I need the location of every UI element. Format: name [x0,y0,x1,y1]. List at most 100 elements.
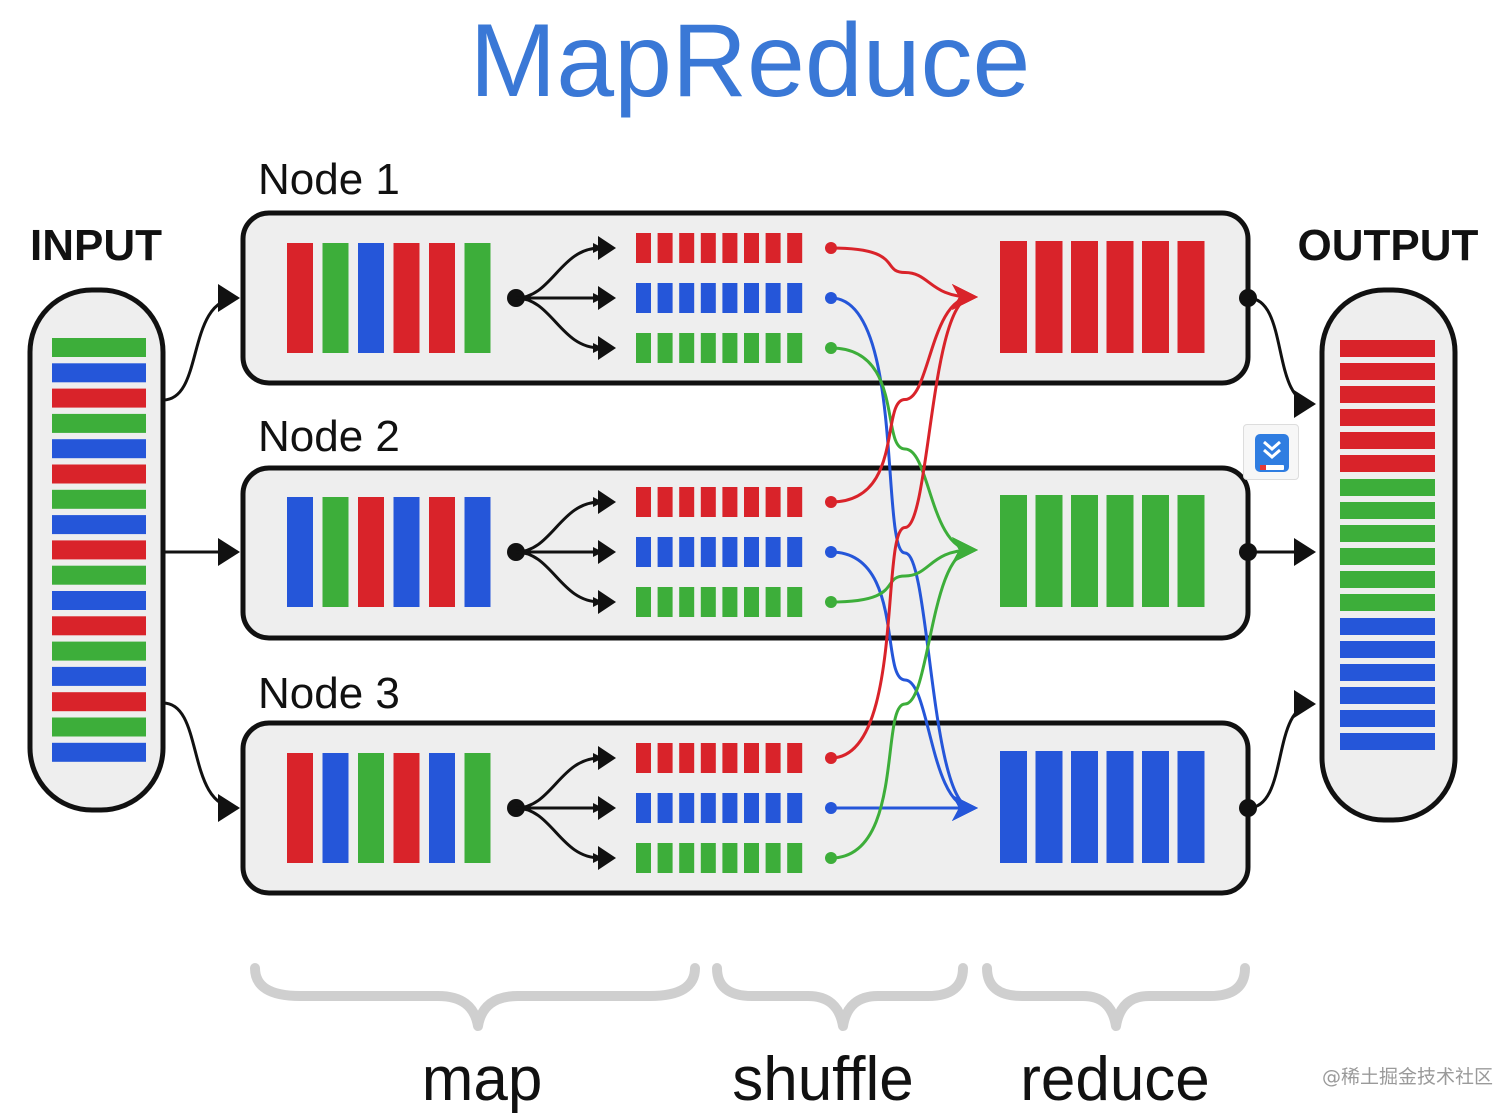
output-stripe [1340,641,1435,658]
node-2-label: Node 2 [258,412,400,461]
intermediate-cell [657,587,673,617]
map-input-bar [393,753,420,863]
input-stripe [52,692,146,712]
fork-arrowhead [598,746,616,770]
intermediate-cell [722,333,738,363]
input-arrowhead [218,538,240,566]
intermediate-cell [744,587,759,617]
intermediate-cell [765,793,781,823]
intermediate-cell [700,333,716,363]
map-input-bar [358,243,384,353]
map-input-bar [287,243,313,353]
input-arrowhead [218,794,240,822]
reduce-bar [1142,241,1169,353]
shuffle-arrow-red [830,284,978,504]
map-input-bar [429,497,455,607]
intermediate-cell [765,537,781,567]
fork-arrowhead [598,490,616,514]
intermediate-cell [700,843,716,873]
input-stripes [52,338,146,762]
output-stripe [1340,594,1435,611]
intermediate-cell [787,743,803,773]
intermediate-cell [679,843,695,873]
intermediate-cell [636,587,651,617]
intermediate-cell [700,283,716,313]
intermediate-cell [787,537,803,567]
input-arrowhead [218,284,240,312]
intermediate-cell [765,233,781,263]
reduce-bar [1142,751,1169,863]
output-stripe [1340,386,1435,403]
intermediate-cell [679,537,695,567]
intermediate-cell [657,843,673,873]
intermediate-cell [700,743,716,773]
fork-wire [515,550,603,607]
intermediate-cell [679,793,695,823]
intermediate-cell [744,743,759,773]
shuffle-brace [712,963,968,1031]
reduce-bar [1177,495,1205,607]
io-wires [162,284,1316,822]
shuffle-arrows [830,246,978,860]
intermediate-cell [679,283,695,313]
fork-arrowhead [598,846,616,870]
input-stripe [52,338,146,357]
map-input-bar [322,243,349,353]
reduce-label: reduce [1020,1045,1210,1113]
intermediate-cell [787,793,803,823]
fork-arrowhead [598,590,616,614]
input-stripe [52,515,146,535]
output-stripe [1340,432,1435,449]
intermediate-cell [700,793,716,823]
watermark: @稀土掘金技术社区 [1322,1066,1494,1088]
map-label: map [422,1045,543,1113]
shuffle-arrow-green [830,537,978,860]
intermediate-cell [657,487,673,517]
intermediate-cell [657,333,673,363]
intermediate-cell [765,283,781,313]
input-stripe [52,717,146,737]
map-input-bar [393,497,420,607]
shuffle-arrow-red [830,284,978,760]
output-stripe [1340,687,1435,704]
intermediate-cell [744,843,759,873]
map-input-bar [464,243,491,353]
map-input-bar [358,753,384,863]
output-stripe [1340,340,1435,357]
intermediate-cell [722,587,738,617]
download-bookmark-button[interactable] [1243,424,1299,480]
input-stripe [52,742,146,762]
shuffle-arrow-red [830,246,978,310]
intermediate-cell [636,233,651,263]
reduce-bar [1035,241,1063,353]
input-stripe [52,464,146,484]
reduce-bar [1142,495,1169,607]
fork-arrowhead [598,236,616,260]
reduce-bar [1071,241,1098,353]
output-container [1319,287,1458,823]
intermediate-cell [787,283,803,313]
reduce-bar [1177,241,1205,353]
output-stripe [1340,733,1435,750]
output-stripe [1340,455,1435,472]
reduce-bar [1106,751,1134,863]
node-3-label: Node 3 [258,669,400,718]
intermediate-cell [722,793,738,823]
intermediate-cell [636,743,651,773]
shuffle-label: shuffle [732,1045,914,1113]
input-stripe [52,489,146,509]
fork-arrowhead [598,286,616,310]
input-stripe [52,388,146,408]
intermediate-cell [700,587,716,617]
reduce-bar [1035,751,1063,863]
output-stripe [1340,710,1435,727]
map-input-bar [464,753,491,863]
intermediate-cell [679,587,695,617]
output-stripe [1340,409,1435,426]
shuffle-arrow-green [830,346,978,563]
shuffle-arrow-green [830,537,978,604]
intermediate-cell [722,233,738,263]
reduce-bar [1106,495,1134,607]
intermediate-cell [657,537,673,567]
